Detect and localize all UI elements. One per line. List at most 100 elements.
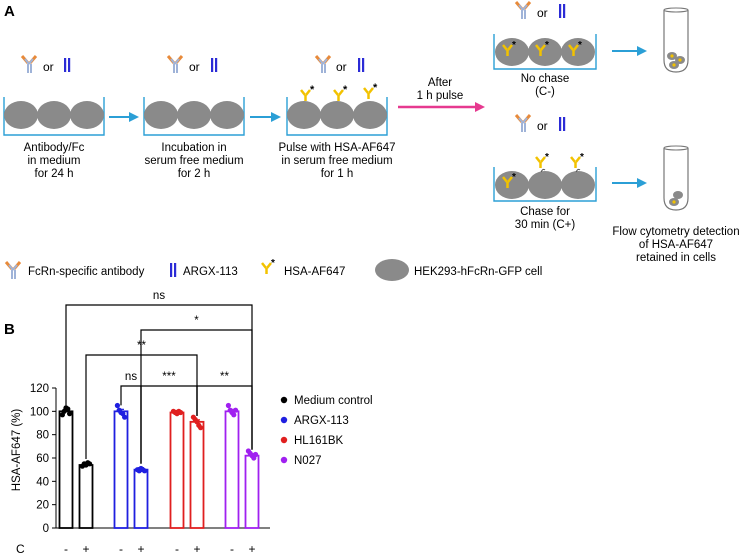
chase-line-1: Chase for — [520, 206, 570, 218]
dish-step-3: * * * — [286, 82, 388, 136]
star-mark: * — [512, 40, 516, 51]
data-point — [253, 451, 259, 458]
cell-icon — [4, 101, 38, 129]
star-mark: * — [545, 40, 549, 51]
condition-sign: + — [193, 542, 200, 556]
cell-icon — [287, 101, 321, 129]
chase-branch: or * * * Chase for 30 min (C+) — [493, 113, 740, 264]
data-point — [225, 402, 231, 409]
significance-label: ns — [153, 290, 165, 302]
significance-label: * — [194, 315, 199, 327]
dish-step-2 — [143, 97, 245, 136]
cell-icon — [320, 101, 354, 129]
cell-icon — [561, 171, 595, 199]
flow-line-1: Flow cytometry detection — [612, 226, 739, 238]
star-mark: * — [373, 82, 378, 94]
cell-icon — [210, 101, 244, 129]
star-mark: * — [512, 172, 516, 183]
bar — [113, 410, 129, 529]
data-point — [65, 406, 71, 412]
dish-step-1 — [3, 97, 105, 136]
significance-bracket — [196, 385, 253, 450]
pulse-arrow: After 1 h pulse — [398, 77, 485, 112]
step-3-line-1: Pulse with HSA-AF647 — [279, 142, 396, 154]
chase-line-2: 30 min (C+) — [515, 219, 576, 231]
significance-label: ** — [137, 340, 146, 352]
no-chase-line-1: No chase — [521, 73, 570, 85]
condition-sign: - — [230, 542, 234, 556]
condition-sign: + — [248, 542, 255, 556]
step-3-line-3: for 1 h — [321, 168, 354, 180]
panel-a: A or or or — [3, 0, 740, 281]
bar — [244, 454, 260, 529]
y-tick-label: 120 — [30, 383, 49, 395]
data-point — [87, 461, 93, 467]
y-tick-label: 100 — [30, 406, 49, 418]
bar — [189, 420, 205, 529]
legend-hsa-label: HSA-AF647 — [284, 266, 345, 278]
star-mark: * — [271, 258, 275, 269]
legend-marker — [280, 436, 288, 444]
star-mark: * — [310, 84, 315, 96]
significance-bracket — [120, 385, 142, 464]
significance-label: ns — [125, 371, 137, 383]
step-1-line-2: in medium — [27, 155, 80, 167]
pulse-line-1: After — [428, 77, 452, 89]
data-point — [198, 425, 204, 431]
panel-a-label: A — [4, 3, 15, 20]
legend-label: Medium control — [294, 395, 373, 407]
or-text: or — [336, 60, 347, 74]
legend-label: HL161BK — [294, 435, 344, 447]
legend-marker — [280, 456, 288, 464]
condition-sign: + — [137, 542, 144, 556]
data-point — [142, 468, 148, 474]
star-mark: * — [578, 40, 582, 51]
step-2-line-2: serum free medium — [144, 155, 243, 167]
data-point — [233, 407, 239, 413]
antibody-icon — [514, 113, 532, 134]
data-point — [178, 409, 184, 416]
argx-icon — [358, 58, 365, 72]
condition-sign: - — [64, 542, 68, 556]
hsa-icon — [332, 88, 345, 103]
hsa-icon — [569, 155, 582, 170]
cell-icon — [70, 101, 104, 129]
y-tick-label: 60 — [36, 453, 49, 465]
condition-sign: - — [119, 542, 123, 556]
step-3-line-2: in serum free medium — [281, 155, 392, 167]
antibody-icon — [20, 54, 38, 75]
legend-antibody-label: FcRn-specific antibody — [28, 266, 145, 278]
antibody-icon — [166, 54, 184, 75]
flow-line-2: of HSA-AF647 — [639, 239, 713, 251]
bar — [133, 468, 149, 529]
legend-label: ARGX-113 — [294, 415, 349, 427]
significance-label: ** — [220, 371, 229, 383]
bar — [58, 410, 74, 529]
pulse-line-2: 1 h pulse — [417, 90, 464, 102]
legend-cell-label: HEK293-hFcRn-GFP cell — [414, 266, 542, 278]
tube-icon — [663, 7, 689, 73]
significance-label: *** — [162, 371, 176, 383]
or-text: or — [189, 60, 200, 74]
argx-icon — [64, 58, 71, 72]
data-point — [231, 412, 237, 418]
flow-line-3: retained in cells — [636, 252, 716, 264]
cell-icon — [375, 259, 409, 281]
argx-icon — [559, 117, 566, 131]
antibody-icon — [4, 260, 22, 281]
significance-bracket — [140, 385, 198, 464]
bar — [224, 410, 240, 529]
legend-a: FcRn-specific antibody ARGX-113 * HSA-AF… — [4, 258, 542, 281]
cell-icon — [528, 171, 562, 199]
bar — [169, 411, 185, 529]
legend-marker — [280, 396, 288, 404]
data-point — [122, 414, 128, 420]
panel-b: B HSA-AF647 (%) 020406080100120-+-+-+-+n… — [4, 290, 373, 556]
bar — [78, 464, 94, 529]
no-chase-line-2: (C-) — [535, 86, 555, 98]
hsa-icon — [260, 261, 273, 276]
no-chase-branch: or * * * No chase (C-) — [493, 0, 689, 98]
cell-icon — [144, 101, 178, 129]
